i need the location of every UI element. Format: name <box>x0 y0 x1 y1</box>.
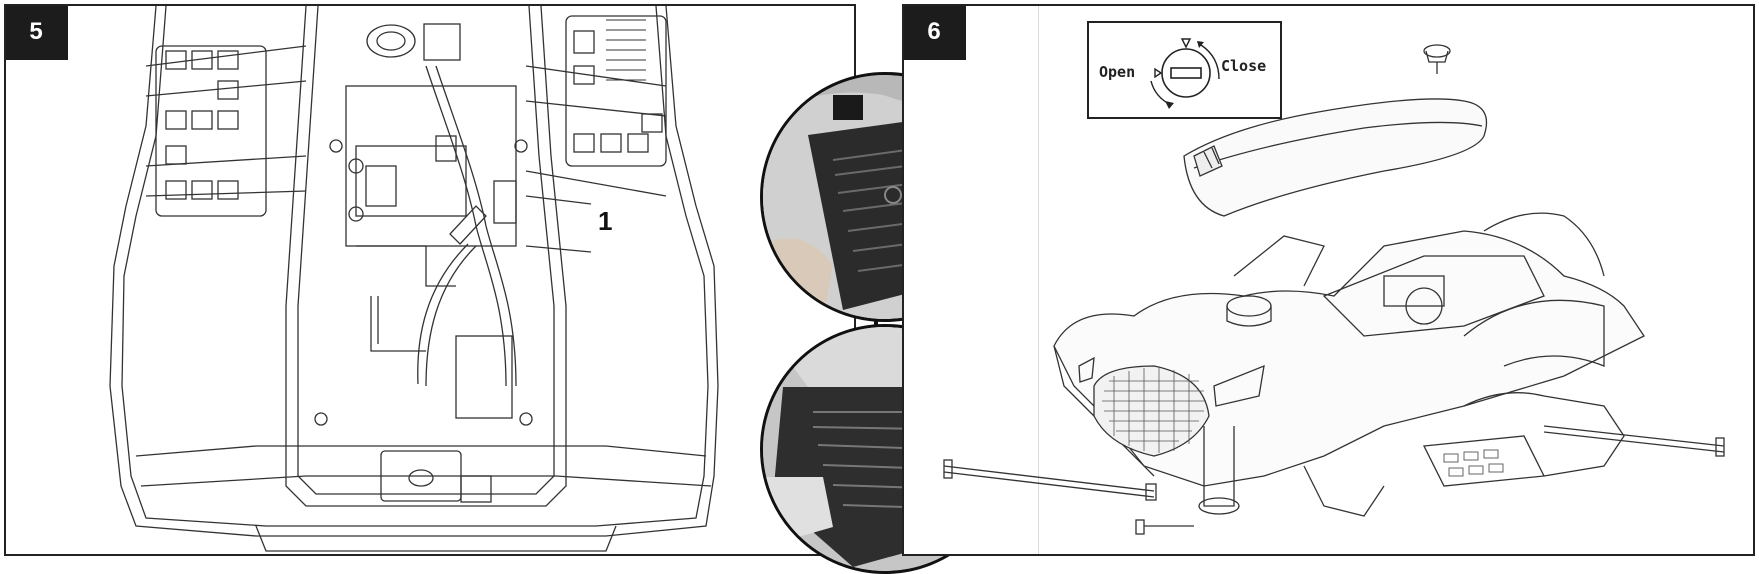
close-label: Close <box>1221 57 1267 75</box>
step-number: 6 <box>927 18 941 45</box>
callout-leader-lines <box>526 195 592 253</box>
step-6-panel: 6 Open Close <box>902 4 1755 556</box>
vehicle-top-view-drawing <box>109 6 719 552</box>
callout-label: 1 <box>598 206 612 237</box>
vehicle-body-assembly-drawing <box>943 44 1725 535</box>
rotation-lock-icon <box>1150 38 1220 109</box>
panel-divider <box>1038 6 1039 554</box>
step-5-panel: 5 1 <box>4 4 856 556</box>
step-number-badge: 5 <box>6 6 68 60</box>
lock-direction-legend: Open Close <box>1087 21 1282 119</box>
open-label: Open <box>1099 63 1136 81</box>
callout-number: 1 <box>598 206 613 236</box>
step-number: 5 <box>29 18 43 45</box>
step-number-badge: 6 <box>904 6 966 60</box>
